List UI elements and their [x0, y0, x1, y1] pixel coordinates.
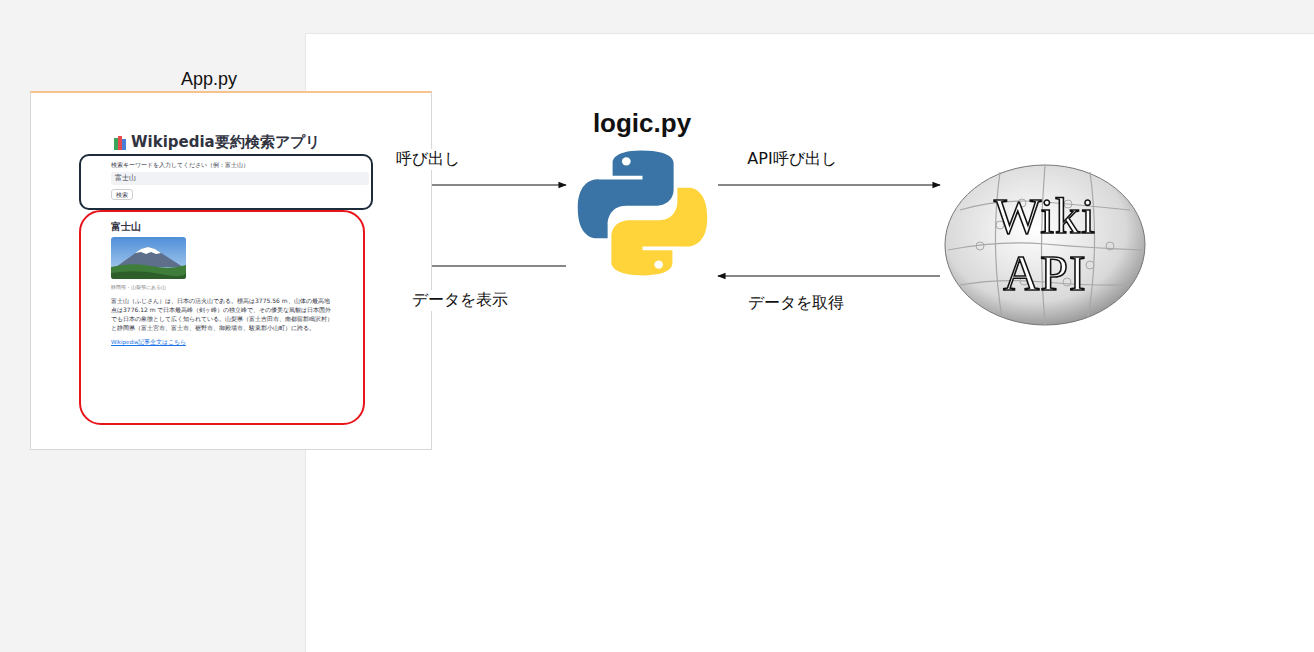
api-logo-text: Wiki API [980, 188, 1110, 303]
canvas-panel [305, 33, 1314, 652]
book-icon [113, 135, 128, 151]
result-heading: 富士山 [111, 220, 141, 233]
input-label: 検索キーワードを入力してください（例：富士山） [111, 162, 249, 169]
input-field: 富士山 [111, 172, 369, 184]
edge-label: データを表示 [410, 290, 510, 311]
article-link: Wikipedia記事全文はこちら [111, 339, 186, 346]
summary-text: 富士山（ふじさん）は、日本の活火山である。標高は3775.56 m、山体の最高地… [111, 296, 333, 333]
file-label: App.py [181, 69, 237, 90]
flow-arrow [718, 275, 940, 276]
image-caption: 静岡県・山梨県にある山 [111, 284, 166, 291]
module-title: logic.py [593, 108, 691, 139]
wiki-api-globe: Wiki API [940, 160, 1150, 330]
edge-label: データを取得 [746, 293, 846, 314]
result-box: 富士山静岡県・山梨県にある山富士山（ふじさん）は、日本の活火山である。標高は37… [79, 210, 365, 425]
edge-label: API呼び出し [745, 149, 838, 170]
app-title: Wikipedia要約検索アプリ [131, 133, 320, 152]
app-screenshot: 検索キーワードを入力してください（例：富士山）富士山検索富士山静岡県・山梨県にあ… [30, 91, 432, 450]
mountain-photo [111, 237, 186, 279]
edge-label: 呼び出し [394, 149, 462, 170]
logic-module: logic.py [566, 108, 718, 286]
search-button: 検索 [111, 189, 133, 201]
search-form-box: 検索キーワードを入力してください（例：富士山） 富士山検索 [79, 154, 373, 210]
python-logo [574, 147, 711, 279]
flow-arrow [718, 184, 940, 185]
